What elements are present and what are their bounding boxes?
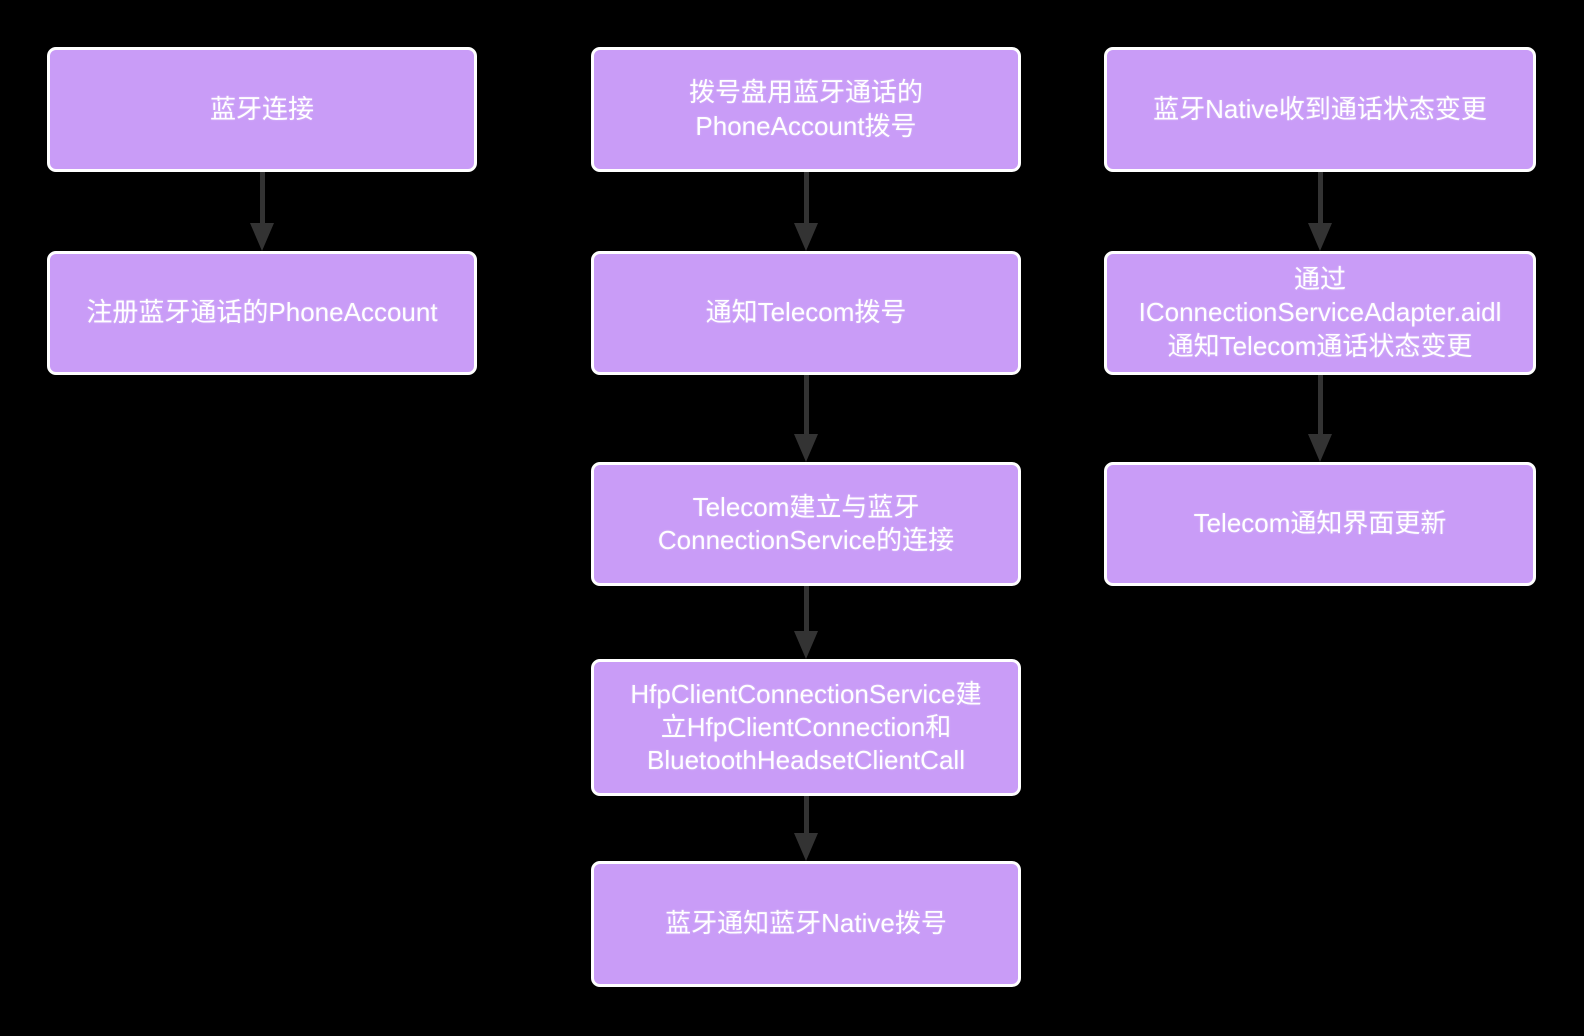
- arrow-stem: [1317, 172, 1323, 223]
- node-label: 拨号盘用蓝牙通话的 PhoneAccount拨号: [688, 77, 923, 141]
- flow-arrow-down-icon: [248, 172, 276, 251]
- node-label: 通过 IConnectionServiceAdapter.aidl 通知Tele…: [1138, 264, 1502, 361]
- arrow-stem: [803, 586, 809, 631]
- flow-arrow-down-icon: [792, 172, 820, 251]
- arrow-stem: [1317, 375, 1323, 434]
- flow-arrow-down-icon: [792, 586, 820, 659]
- node-label: 通知Telecom拨号: [705, 297, 907, 328]
- arrow-head: [1308, 434, 1332, 462]
- arrow-head: [794, 434, 818, 462]
- node-telecom-update-ui: Telecom通知界面更新: [1104, 462, 1536, 586]
- arrow-stem: [803, 375, 809, 434]
- node-label: 蓝牙连接: [209, 93, 314, 124]
- arrow-head: [250, 223, 274, 251]
- node-bluetooth-notify-native-dial: 蓝牙通知蓝牙Native拨号: [591, 861, 1021, 987]
- node-register-phoneaccount: 注册蓝牙通话的PhoneAccount: [47, 251, 477, 375]
- node-label: 蓝牙通知蓝牙Native拨号: [665, 908, 947, 939]
- node-hfpclient-create-objects: HfpClientConnectionService建 立HfpClientCo…: [591, 659, 1021, 796]
- arrow-stem: [803, 172, 809, 223]
- node-label: HfpClientConnectionService建 立HfpClientCo…: [630, 678, 982, 775]
- node-dialer-dial-with-phoneaccount: 拨号盘用蓝牙通话的 PhoneAccount拨号: [591, 47, 1021, 172]
- node-label: 蓝牙Native收到通话状态变更: [1153, 93, 1487, 124]
- node-label: 注册蓝牙通话的PhoneAccount: [86, 297, 438, 328]
- flow-arrow-down-icon: [1306, 172, 1334, 251]
- flow-arrow-down-icon: [1306, 375, 1334, 462]
- node-label: Telecom通知界面更新: [1193, 508, 1447, 539]
- arrow-head: [794, 223, 818, 251]
- arrow-stem: [803, 796, 809, 833]
- arrow-head: [794, 631, 818, 659]
- flow-arrow-down-icon: [792, 375, 820, 462]
- arrow-stem: [259, 172, 265, 223]
- flow-arrow-down-icon: [792, 796, 820, 861]
- node-label: Telecom建立与蓝牙 ConnectionService的连接: [657, 491, 955, 555]
- arrow-head: [794, 833, 818, 861]
- node-bluetooth-connected: 蓝牙连接: [47, 47, 477, 172]
- node-notify-telecom-dial: 通知Telecom拨号: [591, 251, 1021, 375]
- node-native-receive-state-change: 蓝牙Native收到通话状态变更: [1104, 47, 1536, 172]
- node-adapter-notify-telecom: 通过 IConnectionServiceAdapter.aidl 通知Tele…: [1104, 251, 1536, 375]
- arrow-head: [1308, 223, 1332, 251]
- node-telecom-connect-connectionservice: Telecom建立与蓝牙 ConnectionService的连接: [591, 462, 1021, 586]
